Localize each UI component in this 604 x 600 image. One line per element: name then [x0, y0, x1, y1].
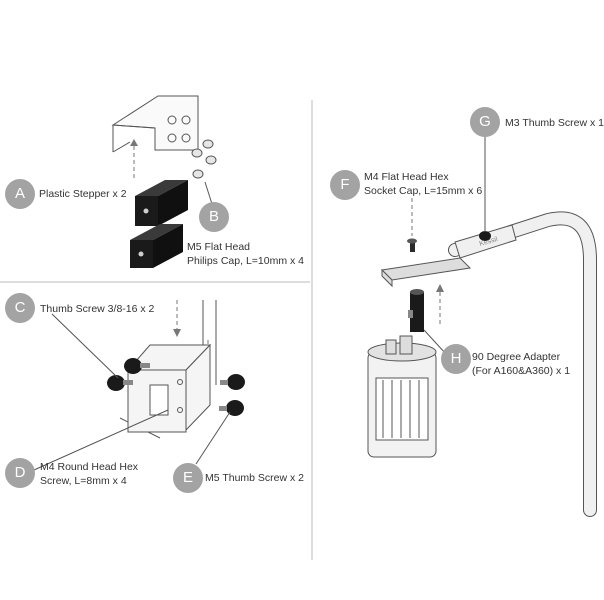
callout-label-h: 90 Degree Adapter (For A160&A360) x 1	[472, 350, 570, 378]
m3-thumb-screw	[479, 231, 491, 241]
callout-label-c: Thumb Screw 3/8-16 x 2	[40, 302, 154, 316]
callout-label-g-line-1: M3 Thumb Screw x 1	[505, 117, 604, 129]
callout-badge-d: D	[5, 458, 35, 488]
callout-label-b-line-1: M5 Flat Head	[187, 241, 251, 253]
flat-head-screws	[191, 139, 217, 179]
callout-label-h-line-1: 90 Degree Adapter	[472, 351, 561, 363]
thumb-screws-right	[219, 374, 245, 416]
callout-label-g: M3 Thumb Screw x 1	[505, 116, 604, 130]
m4-flat-screw	[407, 238, 417, 252]
callout-label-f-line-1: M4 Flat Head Hex	[364, 171, 449, 183]
callout-label-a: Plastic Stepper x 2	[39, 187, 127, 201]
gooseneck-arm	[448, 211, 597, 517]
clamp-bracket	[126, 343, 212, 433]
callout-badge-e: E	[173, 463, 203, 493]
plastic-stepper-lower	[130, 224, 183, 268]
callout-label-a-line-1: Plastic Stepper x 2	[39, 188, 127, 200]
thumb-screws-left	[107, 358, 150, 391]
callout-label-c-line-1: Thumb Screw 3/8-16 x 2	[40, 303, 155, 315]
d-leader	[33, 409, 169, 471]
callout-label-f-line-2: Socket Cap, L=15mm x 6	[364, 185, 483, 197]
e-leader	[195, 411, 231, 465]
callout-badge-b: B	[199, 202, 229, 232]
callout-badge-f: F	[330, 170, 360, 200]
callout-label-d: M4 Round Head Hex Screw, L=8mm x 4	[40, 460, 138, 488]
callout-badge-c: C	[5, 293, 35, 323]
callout-label-d-line-2: Screw, L=8mm x 4	[40, 475, 127, 487]
c-leader	[51, 313, 119, 379]
b-leader	[204, 181, 213, 205]
callout-label-h-line-2: (For A160&A360) x 1	[472, 365, 571, 377]
mount-plate	[380, 257, 472, 288]
callout-label-d-line-1: M4 Round Head Hex	[40, 461, 139, 473]
arm-brand-text: Kessil	[479, 236, 499, 248]
callout-badge-g: G	[470, 107, 500, 137]
stepper-bracket	[111, 95, 199, 153]
callout-badge-h: H	[441, 344, 471, 374]
callout-label-b: M5 Flat Head Philips Cap, L=10mm x 4	[187, 240, 304, 268]
callout-badge-a: A	[5, 179, 35, 209]
adapter-90-degree	[408, 289, 424, 332]
callout-label-e-line-1: M5 Thumb Screw x 2	[205, 472, 305, 484]
callout-label-f: M4 Flat Head Hex Socket Cap, L=15mm x 6	[364, 170, 482, 198]
plastic-stepper-upper	[135, 180, 188, 226]
callout-label-b-line-2: Philips Cap, L=10mm x 4	[187, 255, 305, 267]
lamp-body	[367, 335, 437, 458]
callout-label-e: M5 Thumb Screw x 2	[205, 471, 304, 485]
